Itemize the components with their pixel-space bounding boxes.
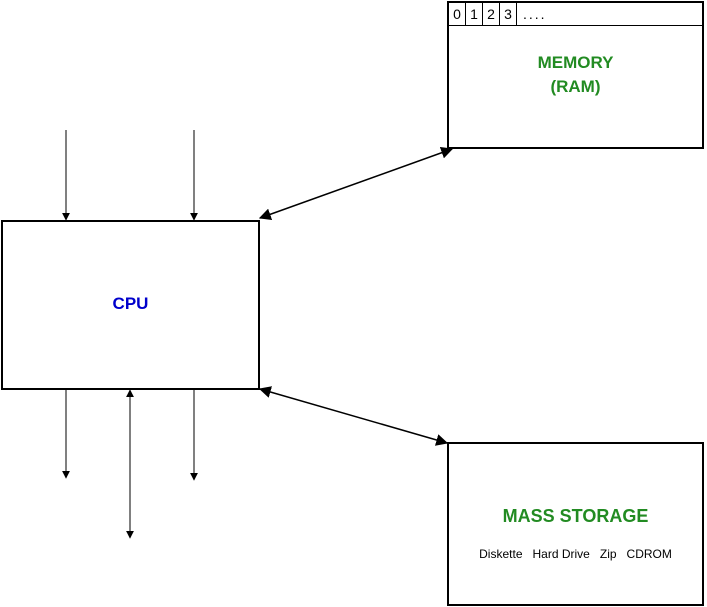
cpu-box: CPU: [1, 220, 260, 390]
memory-label-line1: MEMORY: [537, 53, 614, 72]
storage-devices: Diskette Hard Drive Zip CDROM: [449, 547, 702, 561]
device-zip: Zip: [599, 547, 617, 561]
cpu-label: CPU: [112, 294, 149, 313]
memory-cell-more: ....: [523, 6, 547, 22]
device-hard-drive: Hard Drive: [532, 547, 590, 561]
memory-label: MEMORY (RAM): [449, 51, 702, 99]
cpu-memory-arrow: [258, 147, 454, 220]
memory-cells: 0 1 2 3 ....: [449, 3, 702, 26]
device-diskette: Diskette: [479, 547, 523, 561]
memory-label-line2: (RAM): [550, 77, 601, 96]
device-cdrom: CDROM: [626, 547, 672, 561]
memory-cell-3: 3: [500, 3, 517, 25]
mass-storage-label: MASS STORAGE: [502, 506, 649, 526]
memory-cell-0: 0: [449, 3, 466, 25]
memory-cell-2: 2: [483, 3, 500, 25]
memory-box: 0 1 2 3 .... MEMORY (RAM): [447, 1, 704, 149]
cpu-storage-arrow: [258, 386, 449, 446]
mass-storage-box: MASS STORAGE Diskette Hard Drive Zip CDR…: [447, 442, 704, 606]
memory-cell-1: 1: [466, 3, 483, 25]
